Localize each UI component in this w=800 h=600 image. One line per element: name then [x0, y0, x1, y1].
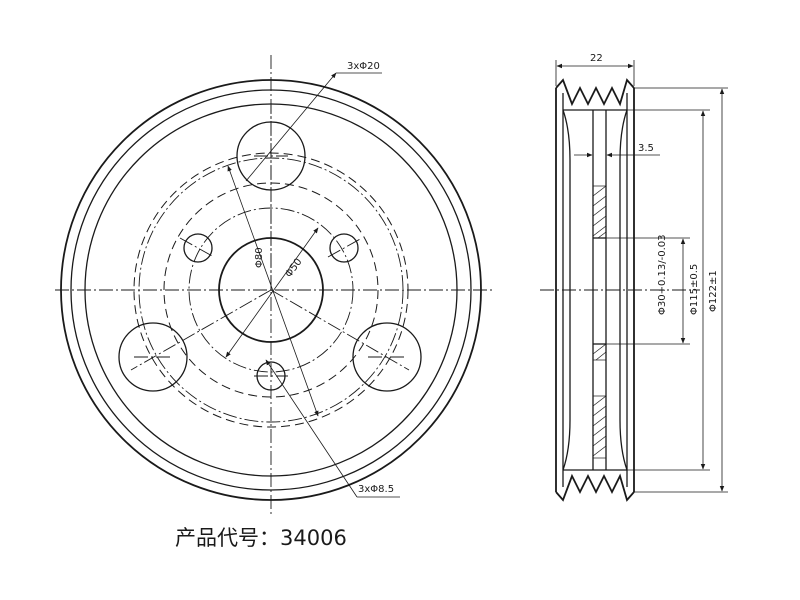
groove-dimension: Φ115±0.5 [689, 264, 700, 315]
bore-dimension-line [225, 227, 319, 358]
outer-rim-circle [60, 79, 482, 501]
product-code: 产品代号：34006 [175, 526, 347, 550]
pcd-dimension: Φ80 [254, 247, 265, 268]
web-section-hatch-upper-hub [592, 343, 607, 361]
rim-curve-left [562, 109, 571, 471]
width-dimension: 22 [590, 53, 603, 64]
small-hole-left [183, 233, 213, 263]
small-hole-dimension: 3xΦ8.5 [358, 484, 394, 495]
small-hole-center-right [327, 237, 363, 258]
front-view: 3xΦ20 3xΦ8.5 Φ80 Φ50 [55, 55, 495, 515]
web-section-hatch-top [592, 185, 607, 239]
large-hole-dimension: 3xΦ20 [347, 61, 380, 72]
outer-dimension: Φ122±1 [708, 270, 719, 312]
small-hole-center-left [179, 237, 215, 258]
large-hole-leader [245, 72, 337, 182]
rim-inner-circle-1 [70, 89, 472, 491]
small-hole-leader [265, 359, 358, 498]
hub-dimension: Φ30+0.13/-0.03 [657, 235, 668, 315]
groove-profile-bottom [555, 473, 635, 502]
side-view: 22 3.5 Φ30+0.13/-0.03 Φ115±0.5 Φ122±1 [540, 53, 728, 502]
bore-dimension: Φ50 [284, 257, 305, 280]
small-hole-right [329, 233, 359, 263]
radial-line-right [270, 289, 410, 371]
rim-inner-circle-2 [84, 103, 458, 477]
web-section-hatch-bottom [592, 395, 607, 459]
rim-curve-right [619, 109, 628, 471]
large-hole-left [118, 322, 188, 392]
radial-line-left [130, 289, 272, 371]
web-dimension: 3.5 [638, 143, 654, 154]
groove-profile-top [555, 78, 635, 107]
large-hole-right [352, 322, 422, 392]
hidden-circle-inner [163, 182, 379, 398]
